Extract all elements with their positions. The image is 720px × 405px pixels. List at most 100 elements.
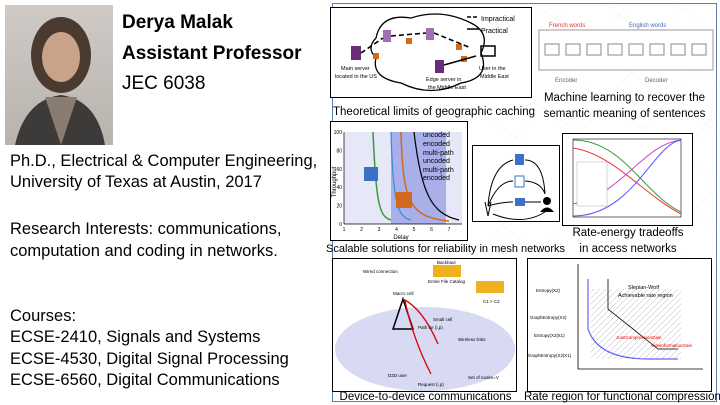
svg-text:Slepian-Wolf: Slepian-Wolf bbox=[628, 285, 660, 291]
rnn-cell bbox=[691, 43, 707, 56]
profile-photo bbox=[5, 5, 113, 145]
user-icon bbox=[543, 197, 551, 205]
svg-text:Entropy(X2|X1): Entropy(X2|X1) bbox=[534, 333, 565, 338]
rnn-cell bbox=[586, 43, 602, 56]
y-axis-label: Throughput bbox=[332, 166, 338, 197]
svg-text:Decoder: Decoder bbox=[645, 78, 668, 84]
x-tick-label: 2 bbox=[360, 227, 363, 233]
backhaul-catalog-icon bbox=[433, 265, 461, 277]
rate-energy-caption-1: Rate-energy tradeoffs bbox=[572, 227, 684, 239]
svg-text:Wired connection: Wired connection bbox=[363, 269, 398, 274]
x-tick-label: 6 bbox=[430, 227, 433, 233]
seq2seq-caption-1: Machine learning to recover the bbox=[543, 92, 706, 104]
rate-region-figure: Slepian-Wolf Achievable rate region Entr… bbox=[527, 258, 712, 392]
series-uncoded bbox=[413, 131, 460, 221]
y-tick-label: 100 bbox=[334, 130, 343, 136]
x-tick-label: 5 bbox=[413, 227, 416, 233]
legend-entry: multi-path uncoded bbox=[423, 150, 454, 165]
mesh-throughput-chart: 1 2 3 4 5 6 7 0 20 40 60 80 100 Delay Throughput unc… bbox=[330, 121, 468, 241]
chart-legend: uncoded encoded multi-path uncoded multi… bbox=[423, 132, 465, 184]
main-server-icon bbox=[351, 46, 361, 60]
rnn-cell bbox=[607, 43, 623, 56]
profile-title: Assistant Professor bbox=[122, 43, 302, 64]
chart-legend bbox=[576, 161, 608, 207]
svg-text:JointCompressionGain: JointCompressionGain bbox=[616, 335, 662, 340]
rate-energy-caption-2: in access networks bbox=[579, 243, 677, 255]
film-icon bbox=[396, 192, 412, 208]
rnn-cell bbox=[565, 43, 581, 56]
research-line-1: Research Interests: communications, bbox=[10, 220, 282, 238]
document-outline-icon bbox=[514, 175, 525, 188]
rate-region-caption: Rate region for functional compression bbox=[524, 391, 720, 403]
course-item: ECSE-6560, Digital Communications bbox=[10, 371, 280, 389]
svg-text:Small cell: Small cell bbox=[433, 317, 452, 322]
portrait-image bbox=[15, 17, 105, 145]
svg-text:GraphEntropy(X2): GraphEntropy(X2) bbox=[530, 315, 567, 320]
x-tick-label: 1 bbox=[343, 227, 346, 233]
rnn-cell bbox=[649, 43, 665, 56]
svg-text:Main server: Main server bbox=[341, 66, 370, 72]
x-tick-label: 7 bbox=[448, 227, 451, 233]
legend-practical: Practical bbox=[481, 28, 508, 35]
d2d-figure: Wired connection Backhaul Entire File Ca… bbox=[332, 258, 517, 392]
svg-text:the Middle East: the Middle East bbox=[428, 85, 466, 91]
rnn-cell bbox=[544, 43, 560, 56]
edge-server-icon bbox=[435, 60, 444, 73]
rate-energy-chart bbox=[562, 133, 693, 226]
y-tick-label: 0 bbox=[339, 222, 342, 228]
profile-name: Derya Malak bbox=[122, 12, 233, 33]
series-multipath-encoded bbox=[372, 131, 392, 221]
svg-text:Macro cell: Macro cell bbox=[393, 291, 414, 296]
y-tick-label: 80 bbox=[336, 148, 342, 154]
legend-entry: encoded bbox=[423, 141, 450, 148]
rnn-cell bbox=[670, 43, 686, 56]
svg-text:C1 > C2: C1 > C2 bbox=[483, 299, 500, 304]
svg-text:D2D user: D2D user bbox=[388, 373, 408, 378]
education-line-2: University of Texas at Austin, 2017 bbox=[10, 173, 262, 191]
folder-icon bbox=[364, 167, 378, 181]
svg-text:French words: French words bbox=[549, 23, 585, 29]
access-network-diagram bbox=[472, 145, 560, 222]
svg-text:Edge server in: Edge server in bbox=[426, 77, 461, 83]
svg-text:located in the US: located in the US bbox=[335, 74, 377, 80]
svg-text:English words: English words bbox=[629, 23, 666, 29]
profile-office: JEC 6038 bbox=[122, 73, 206, 94]
legend-entry: multi-path encoded bbox=[423, 167, 454, 182]
d2d-caption: Device-to-device communications bbox=[339, 391, 512, 403]
x-axis-label: Delay bbox=[393, 235, 408, 241]
user-monitor-icon bbox=[480, 45, 496, 57]
y-tick-label: 60 bbox=[336, 167, 342, 173]
antenna-icon bbox=[484, 201, 492, 217]
folder-icon bbox=[515, 198, 525, 206]
svg-text:Achievable rate region: Achievable rate region bbox=[618, 293, 673, 299]
education-line-1: Ph.D., Electrical & Computer Engineering… bbox=[10, 152, 318, 170]
svg-text:Backhaul: Backhaul bbox=[437, 260, 456, 265]
svg-text:Path for (i,p): Path for (i,p) bbox=[418, 325, 443, 330]
svg-text:Encoder: Encoder bbox=[555, 78, 577, 84]
course-item: ECSE-2410, Signals and Systems bbox=[10, 328, 261, 346]
caching-figure: Impractical Practical Main server locate… bbox=[330, 7, 532, 98]
seq2seq-figure: French words English words Encoder Decod… bbox=[535, 20, 716, 86]
svg-text:Entire File Catalog: Entire File Catalog bbox=[428, 279, 466, 284]
document-icon bbox=[515, 154, 524, 165]
mesh-caption: Scalable solutions for reliability in me… bbox=[326, 243, 566, 255]
course-item: ECSE-4530, Digital Signal Processing bbox=[10, 350, 289, 368]
svg-text:User in the: User in the bbox=[479, 66, 506, 72]
svg-text:GraphEntropy(X2|X1): GraphEntropy(X2|X1) bbox=[528, 353, 572, 358]
courses-heading: Courses: bbox=[10, 307, 77, 325]
legend-impractical: Impractical bbox=[481, 16, 515, 23]
svg-text:Middle East: Middle East bbox=[480, 74, 509, 80]
rnn-cell bbox=[628, 43, 644, 56]
caching-caption: Theoretical limits of geographic caching bbox=[333, 106, 535, 118]
svg-text:Request (i,p): Request (i,p) bbox=[418, 382, 444, 387]
svg-text:SideInformationGain: SideInformationGain bbox=[651, 343, 693, 348]
research-line-2: computation and coding in networks. bbox=[10, 242, 278, 260]
x-tick-label: 3 bbox=[378, 227, 381, 233]
x-tick-label: 4 bbox=[395, 227, 398, 233]
y-tick-label: 20 bbox=[336, 204, 342, 210]
y-tick-label: 40 bbox=[336, 185, 342, 191]
legend-entry: uncoded bbox=[423, 132, 450, 139]
svg-text:Wireless links: Wireless links bbox=[458, 337, 486, 342]
seq2seq-caption-2: semantic meaning of sentences bbox=[543, 108, 706, 120]
svg-text:Set of nodes=V: Set of nodes=V bbox=[468, 375, 499, 380]
